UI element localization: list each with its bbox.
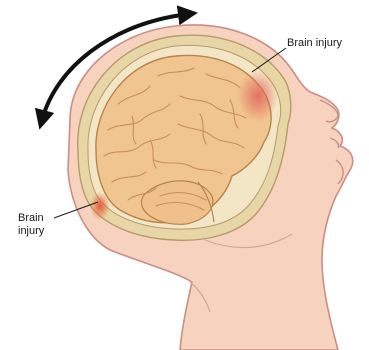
injury-top — [238, 70, 278, 122]
label-brain-injury-left: Brain injury — [18, 212, 68, 238]
injury-left — [90, 192, 110, 220]
label-brain-injury-top: Brain injury — [287, 37, 342, 50]
